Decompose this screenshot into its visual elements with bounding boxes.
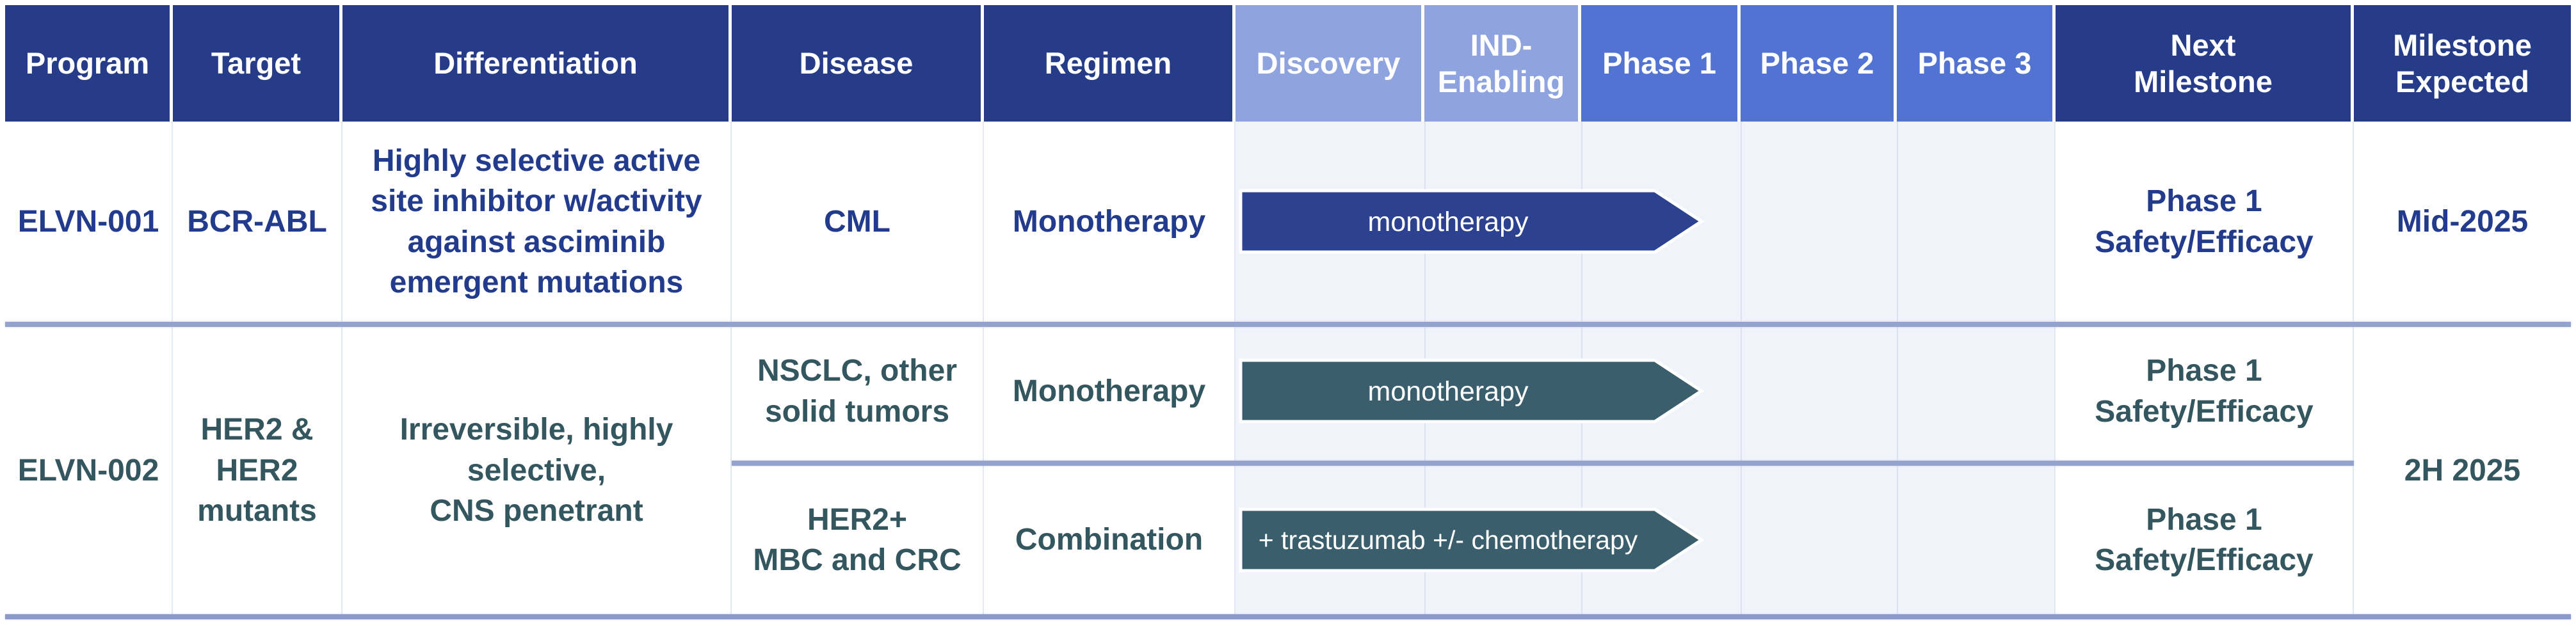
- arrow-shape: [1239, 189, 1705, 254]
- header-cell-milestone-expected: Milestone Expected: [2354, 5, 2571, 122]
- phase-track: monotherapy: [1236, 122, 2056, 322]
- disease-cell: NSCLC, other solid tumors: [732, 322, 984, 461]
- pipeline-arrow: monotherapy: [1239, 358, 1705, 424]
- regimen-cell: Combination: [984, 461, 1236, 619]
- header-cell-target: Target: [173, 5, 342, 122]
- phase-column-separator: [1897, 122, 1898, 322]
- next-milestone-cell: Phase 1 Safety/Efficacy: [2056, 122, 2354, 322]
- arrow-shape: [1239, 358, 1705, 424]
- arrow-label: monotherapy: [1368, 207, 1529, 237]
- phase-column-separator: [1741, 322, 1742, 461]
- program-cell: ELVN-002: [5, 322, 173, 619]
- table-bottom-border: [5, 614, 2571, 619]
- target-cell: BCR-ABL: [173, 122, 342, 322]
- phase-track: + trastuzumab +/- chemotherapy: [1236, 461, 2056, 619]
- program-cell: ELVN-001: [5, 122, 173, 322]
- row-divider: [732, 461, 2354, 466]
- header-cell-program: Program: [5, 5, 173, 122]
- header-cell-disease: Disease: [732, 5, 984, 122]
- milestone-expected-cell: Mid-2025: [2354, 122, 2571, 322]
- next-milestone-cell: Phase 1 Safety/Efficacy: [2056, 461, 2354, 619]
- phase-column-separator: [1741, 122, 1742, 322]
- header-cell-next-milestone: Next Milestone: [2056, 5, 2354, 122]
- header-cell-phase1: Phase 1: [1581, 5, 1741, 122]
- next-milestone-cell: Phase 1 Safety/Efficacy: [2056, 322, 2354, 461]
- phase-column-separator: [1897, 461, 1898, 619]
- disease-cell: CML: [732, 122, 984, 322]
- disease-cell: HER2+ MBC and CRC: [732, 461, 984, 619]
- header-cell-phase2: Phase 2: [1741, 5, 1897, 122]
- pipeline-arrow: + trastuzumab +/- chemotherapy: [1239, 507, 1705, 573]
- differentiation-cell: Irreversible, highly selective, CNS pene…: [342, 322, 732, 619]
- differentiation-cell: Highly selective active site inhibitor w…: [342, 122, 732, 322]
- header-cell-discovery: Discovery: [1236, 5, 1424, 122]
- regimen-cell: Monotherapy: [984, 322, 1236, 461]
- phase-track: monotherapy: [1236, 322, 2056, 461]
- row-divider: [5, 322, 2571, 327]
- header-cell-regimen: Regimen: [984, 5, 1236, 122]
- arrow-shape: [1239, 507, 1705, 573]
- pipeline-table: Program Target Differentiation Disease R…: [5, 5, 2571, 619]
- regimen-cell: Monotherapy: [984, 122, 1236, 322]
- phase-column-separator: [1741, 461, 1742, 619]
- phase-column-separator: [1897, 322, 1898, 461]
- milestone-expected-cell: 2H 2025: [2354, 322, 2571, 619]
- arrow-label: + trastuzumab +/- chemotherapy: [1259, 525, 1638, 555]
- header-cell-ind-enabling: IND- Enabling: [1424, 5, 1581, 122]
- header-cell-phase3: Phase 3: [1897, 5, 2056, 122]
- target-cell: HER2 & HER2 mutants: [173, 322, 342, 619]
- header-cell-differentiation: Differentiation: [342, 5, 732, 122]
- arrow-label: monotherapy: [1368, 376, 1529, 407]
- pipeline-arrow: monotherapy: [1239, 189, 1705, 254]
